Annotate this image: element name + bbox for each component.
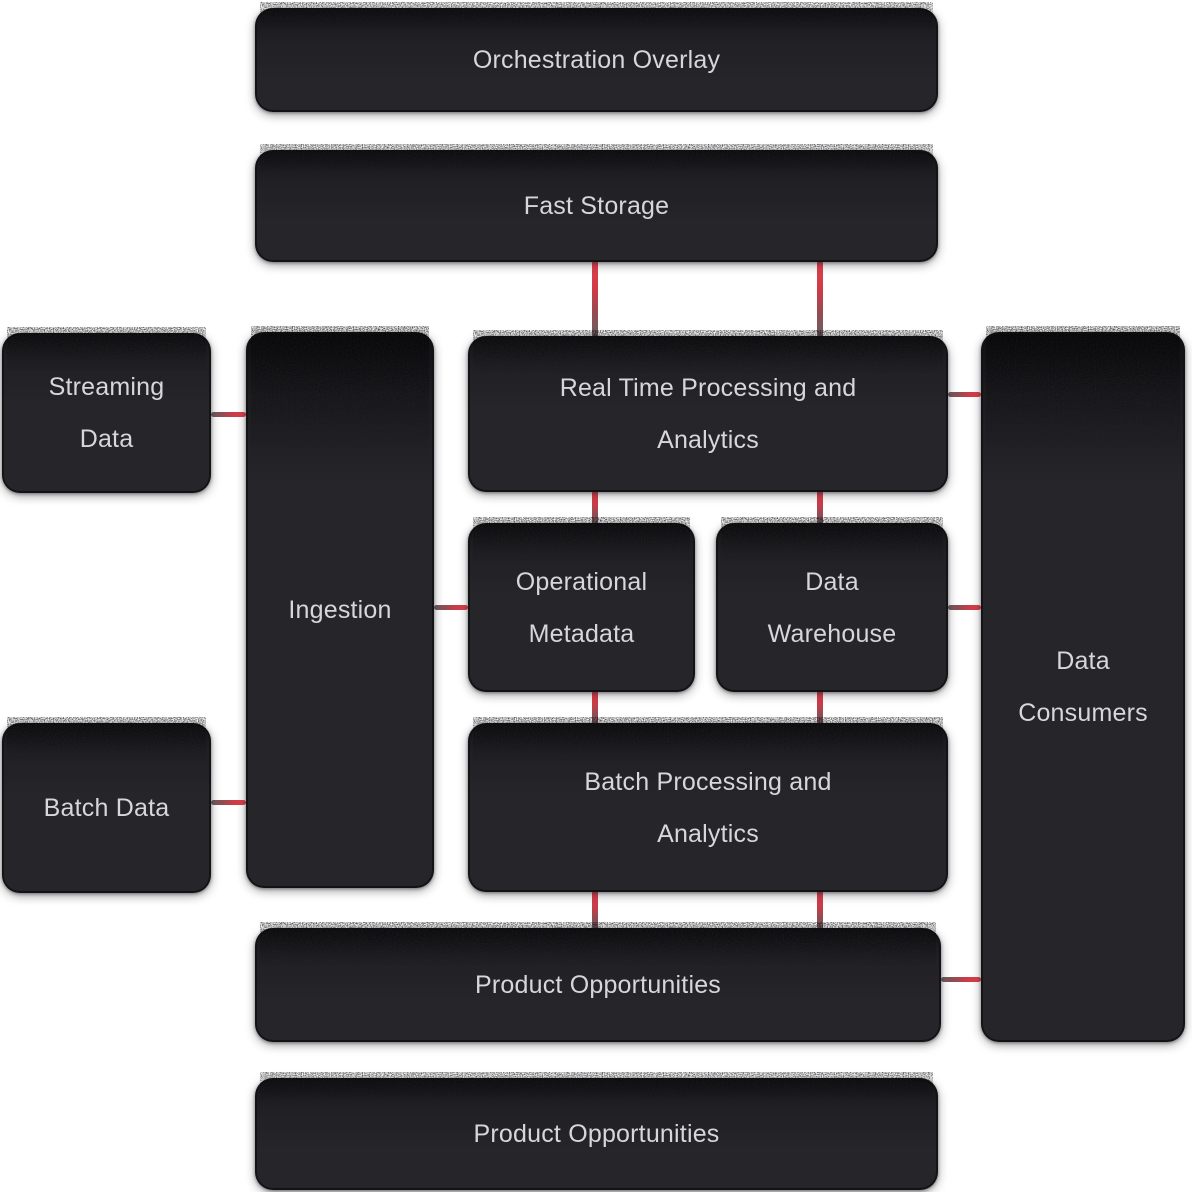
connector-data-warehouse-to-batch-processing	[817, 690, 823, 725]
connector-batch-data-to-ingestion	[211, 800, 246, 805]
node-label: Batch Data	[43, 794, 170, 822]
connector-data-warehouse-to-data-consumers	[948, 605, 981, 610]
node-fast-storage[interactable]: Fast Storage	[255, 144, 938, 262]
node-label: Real Time Processing and Analytics	[559, 374, 857, 454]
node-data-consumers[interactable]: Data Consumers	[981, 326, 1185, 1042]
connector-product-opportunities-to-data-consumers	[941, 977, 981, 982]
node-orchestration-overlay[interactable]: Orchestration Overlay	[255, 2, 938, 112]
node-ingestion[interactable]: Ingestion	[246, 326, 434, 888]
connector-realtime-to-operational-metadata	[592, 490, 598, 525]
connector-fast-storage-to-realtime-right	[817, 260, 823, 338]
grain-texture	[473, 717, 943, 761]
connector-ingestion-to-operational-metadata	[434, 605, 468, 610]
node-label: Streaming Data	[48, 373, 165, 453]
grain-texture	[7, 717, 206, 761]
node-label: Fast Storage	[523, 192, 670, 220]
grain-texture	[721, 517, 943, 561]
node-product-opportunities-upper[interactable]: Product Opportunities	[255, 922, 941, 1042]
node-label: Product Opportunities	[475, 971, 721, 999]
grain-texture	[260, 144, 933, 172]
grain-texture	[260, 2, 933, 30]
node-label: Orchestration Overlay	[472, 46, 721, 74]
grain-texture	[986, 326, 1180, 456]
node-batch-processing-analytics[interactable]: Batch Processing and Analytics	[468, 717, 948, 892]
node-label: Batch Processing and Analytics	[584, 767, 832, 848]
node-label: Ingestion	[288, 596, 392, 624]
node-label: Data Warehouse	[767, 567, 897, 648]
node-label: Operational Metadata	[515, 567, 648, 648]
node-operational-metadata[interactable]: Operational Metadata	[468, 517, 695, 692]
node-label: Data Consumers	[1018, 647, 1148, 727]
grain-texture	[251, 326, 429, 456]
connector-batch-processing-to-product-opportunities-left	[592, 890, 598, 930]
node-data-warehouse[interactable]: Data Warehouse	[716, 517, 948, 692]
node-realtime-processing-analytics[interactable]: Real Time Processing and Analytics	[468, 330, 948, 492]
node-batch-data[interactable]: Batch Data	[2, 717, 211, 893]
connector-fast-storage-to-realtime-left	[592, 260, 598, 338]
connector-streaming-data-to-ingestion	[211, 412, 246, 417]
node-streaming-data[interactable]: Streaming Data	[2, 327, 211, 493]
grain-texture	[473, 517, 690, 561]
connector-realtime-to-data-consumers	[948, 392, 981, 397]
connector-batch-processing-to-product-opportunities-right	[817, 890, 823, 930]
node-label: Product Opportunities	[473, 1120, 720, 1148]
grain-texture	[260, 1072, 933, 1100]
connector-realtime-to-data-warehouse	[817, 490, 823, 525]
node-product-opportunities-lower[interactable]: Product Opportunities	[255, 1072, 938, 1190]
connector-operational-metadata-to-batch-processing	[592, 690, 598, 725]
